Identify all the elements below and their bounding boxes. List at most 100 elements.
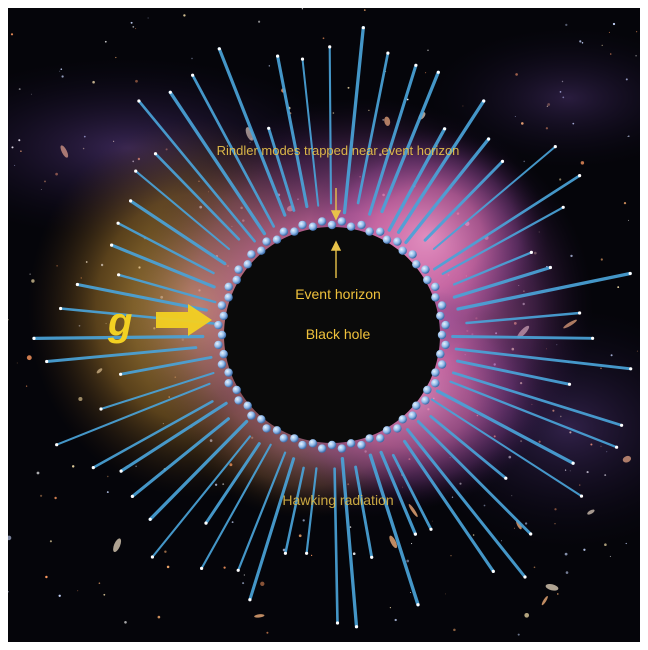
horizon-bead (257, 246, 266, 255)
radiation-ray (130, 417, 230, 498)
star (157, 615, 161, 619)
star (98, 582, 101, 584)
horizon-bead (279, 227, 288, 236)
horizon-bead (421, 396, 430, 405)
radiation-ray (32, 334, 205, 341)
star (600, 258, 603, 261)
ray-tip (150, 555, 154, 559)
horizon-bead (298, 220, 307, 230)
radiation-ray (134, 170, 231, 251)
star (266, 631, 269, 634)
horizon-bead (327, 440, 337, 450)
horizon-bead (408, 411, 417, 420)
horizon-bead (436, 311, 445, 321)
ray-tip (168, 90, 172, 94)
ray-tip (148, 517, 152, 521)
horizon-bead (441, 340, 450, 350)
star (231, 521, 234, 524)
ray-tip (482, 99, 486, 103)
radiation-ray (217, 47, 287, 217)
ray-tip (59, 306, 63, 311)
star (8, 535, 12, 541)
hawking-radiation-rays (32, 26, 633, 629)
star (71, 465, 75, 468)
horizon-bead (214, 320, 223, 330)
star (40, 494, 43, 497)
radiation-ray (92, 400, 214, 469)
star (583, 548, 586, 551)
star (565, 23, 568, 27)
ray-tip (130, 494, 134, 498)
ray-tip (119, 372, 123, 376)
radiation-ray (128, 199, 227, 266)
horizon-bead (272, 235, 282, 244)
star (445, 593, 447, 595)
radiation-ray (191, 73, 276, 228)
ray-tip (217, 47, 221, 51)
star (107, 475, 109, 478)
star (242, 582, 245, 585)
ray-tip (416, 603, 420, 607)
radiation-ray (301, 58, 320, 207)
ray-tip (578, 174, 582, 178)
radiation-ray (403, 439, 495, 573)
ray-tip (300, 57, 305, 61)
radiation-ray (340, 456, 359, 629)
star (564, 552, 568, 556)
radiation-ray (416, 420, 533, 536)
star (347, 86, 350, 89)
rindler-arrow (330, 188, 342, 221)
radiation-ray (356, 51, 390, 205)
ray-tip (267, 126, 271, 130)
ray-tip (55, 443, 59, 447)
ray-tip (361, 26, 365, 30)
radiation-ray (200, 443, 272, 570)
star (427, 49, 429, 52)
radiation-ray (432, 145, 557, 250)
ray-tip (529, 532, 533, 536)
horizon-bead (412, 260, 421, 269)
radiation-ray (305, 467, 318, 555)
horizon-bead (219, 311, 228, 321)
star (54, 496, 57, 500)
horizon-bead (224, 379, 233, 388)
star (322, 37, 325, 40)
horizon-bead (346, 439, 356, 448)
ray-tip (116, 221, 120, 225)
galaxy (113, 538, 122, 553)
radiation-ray (75, 282, 208, 312)
black-hole-figure: Rindler modes trapped near event horizon… (8, 8, 640, 642)
star (223, 566, 226, 569)
ray-tip (443, 127, 447, 131)
horizon-bead (232, 385, 241, 395)
horizon-bead (431, 293, 440, 302)
star (557, 593, 559, 595)
horizon-bead (357, 440, 366, 450)
horizon-bead (357, 220, 366, 230)
ray-tip (45, 359, 49, 364)
star (130, 21, 133, 24)
star (36, 471, 40, 475)
horizon-bead (224, 282, 233, 291)
radiation-ray (406, 428, 527, 579)
horizon-bead (290, 434, 299, 443)
radiation-ray (110, 243, 216, 289)
horizon-bead (308, 439, 318, 448)
star (16, 362, 18, 364)
star (298, 534, 302, 538)
star (349, 526, 352, 528)
horizon-bead (441, 320, 450, 330)
ray-tip (429, 527, 433, 531)
horizon-bead (437, 360, 447, 369)
ray-tip (305, 551, 309, 555)
star (352, 552, 356, 556)
radiation-ray (451, 371, 623, 427)
star (260, 581, 265, 586)
ray-tip (628, 271, 632, 276)
star (310, 554, 313, 557)
star (268, 65, 270, 67)
star (363, 9, 366, 11)
ray-tip (523, 575, 527, 579)
radiation-ray (396, 99, 486, 234)
gravity-arrow (156, 304, 212, 336)
